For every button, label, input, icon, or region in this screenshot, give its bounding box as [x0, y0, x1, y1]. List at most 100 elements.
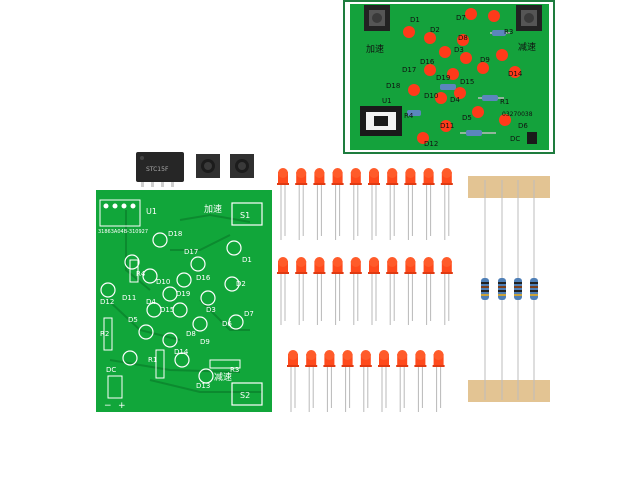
- inset-led-group: [403, 8, 521, 144]
- inset-label-dc: DC: [510, 135, 520, 143]
- resistor-component: [530, 180, 538, 400]
- inset-label-d7: D7: [456, 14, 466, 22]
- led-component: [440, 257, 453, 325]
- inset-label-d16: D16: [420, 58, 435, 66]
- pcb-dc-footprint: DC − +: [104, 366, 126, 411]
- loose-led-rows: [277, 168, 453, 412]
- inset-label-d9: D9: [480, 56, 490, 64]
- pcb-label-plus: +: [118, 401, 126, 411]
- led-component: [386, 257, 399, 325]
- pcb-label-r4: R4: [136, 270, 146, 278]
- inset-dc-jack: [527, 132, 537, 144]
- pcb-label-r1: R1: [148, 356, 157, 364]
- inset-label-d11: D11: [440, 122, 454, 130]
- resistor-component: [498, 180, 506, 400]
- assembled-board-inset: 加速 减速 U1: [343, 0, 555, 154]
- led-component: [404, 168, 417, 240]
- led-component: [305, 350, 318, 412]
- inset-label-d17: D17: [402, 66, 416, 74]
- pcb-label-d12: D12: [100, 298, 114, 306]
- pcb-s2-footprint: S2: [231, 382, 263, 406]
- pcb-label-d6: D6: [222, 320, 232, 328]
- ic-chip: STC15F: [136, 152, 184, 187]
- pcb-label-s2: S2: [240, 391, 250, 400]
- inset-label-d2: D2: [430, 26, 440, 34]
- inset-button-speed-down: [516, 5, 542, 31]
- led-component: [313, 257, 326, 325]
- led-component: [295, 257, 308, 325]
- led-component: [404, 257, 417, 325]
- pcb-label-d8: D8: [186, 330, 196, 338]
- tape-bottom: [468, 380, 550, 402]
- resistor-component: [481, 180, 489, 400]
- inset-label-r4: R4: [404, 112, 414, 120]
- pcb-label-d19: D19: [176, 290, 190, 298]
- pcb-resistor-footprints: [103, 259, 241, 379]
- led-component: [414, 350, 427, 412]
- pcb-label-d5: D5: [128, 316, 138, 324]
- inset-chip-socket: [360, 106, 402, 136]
- led-component: [368, 168, 380, 240]
- inset-resistor-r1: [478, 95, 504, 101]
- pcb-chip-code: 31863A04B-310927: [98, 229, 148, 235]
- inset-label-r1: R1: [500, 98, 509, 106]
- tape-top: [468, 176, 550, 198]
- inset-label-d5: D5: [462, 114, 472, 122]
- bare-pcb: 31863A04B-310927 U1 S1 S2 加速 减速: [96, 190, 272, 412]
- pcb-s1-footprint: S1: [231, 202, 263, 226]
- inset-label-code: 03270038: [502, 111, 533, 118]
- pcb-label-d14: D14: [174, 348, 189, 356]
- led-component: [368, 257, 380, 325]
- led-component: [396, 350, 409, 412]
- pcb-label-d4: D4: [146, 298, 156, 306]
- inset-label-speed-down: 减速: [518, 41, 536, 53]
- led-component: [277, 168, 289, 240]
- inset-label-d3: D3: [454, 46, 464, 54]
- led-component: [331, 168, 344, 240]
- led-component: [341, 350, 354, 412]
- pcb-label-s1: S1: [240, 211, 250, 220]
- inset-label-d14: D14: [508, 70, 523, 78]
- pcb-label-d10: D10: [156, 278, 170, 286]
- resistor-component: [514, 180, 522, 400]
- pcb-label-d18: D18: [168, 230, 182, 238]
- tactile-switch-1: [196, 154, 220, 178]
- pcb-label-r3: R3: [230, 366, 239, 374]
- pcb-label-dc: DC: [106, 366, 116, 374]
- pcb-label-minus: −: [104, 401, 112, 411]
- led-component: [331, 257, 344, 325]
- pcb-label-d16: D16: [196, 274, 211, 282]
- led-component: [349, 257, 362, 325]
- inset-label-d19: D19: [436, 74, 450, 82]
- led-component: [422, 257, 435, 325]
- inset-label-d18: D18: [386, 82, 400, 90]
- led-component: [323, 350, 336, 412]
- led-component: [295, 168, 308, 240]
- inset-label-d1: D1: [410, 16, 420, 24]
- pcb-label-speed-up: 加速: [204, 204, 222, 215]
- inset-resistor-r3: [490, 30, 510, 36]
- inset-label-d8: D8: [458, 34, 468, 42]
- inset-resistor-r4: [407, 110, 421, 116]
- inset-resistor-mid: [440, 84, 456, 90]
- inset-label-speed-up: 加速: [366, 44, 384, 55]
- tactile-switch-2: [230, 154, 254, 178]
- led-component: [359, 350, 372, 412]
- inset-label-d6: D6: [518, 122, 528, 130]
- pcb-label-r2: R2: [100, 330, 109, 338]
- inset-label-r3: R3: [504, 28, 513, 36]
- pcb-label-d3: D3: [206, 306, 216, 314]
- pcb-label-d15: D15: [160, 306, 174, 314]
- pcb-label-d13: D13: [196, 382, 210, 390]
- pcb-label-d11: D11: [122, 294, 136, 302]
- pcb-u1-footprint: 31863A04B-310927 U1: [98, 199, 157, 235]
- inset-label-u1: U1: [382, 97, 392, 105]
- led-component: [440, 168, 453, 240]
- pcb-label-d1: D1: [242, 256, 252, 264]
- inset-label-d12: D12: [424, 140, 438, 148]
- led-component: [422, 168, 435, 240]
- pcb-label-speed-down: 减速: [214, 371, 232, 383]
- inset-button-speed-up: [364, 5, 390, 31]
- led-component: [378, 350, 390, 412]
